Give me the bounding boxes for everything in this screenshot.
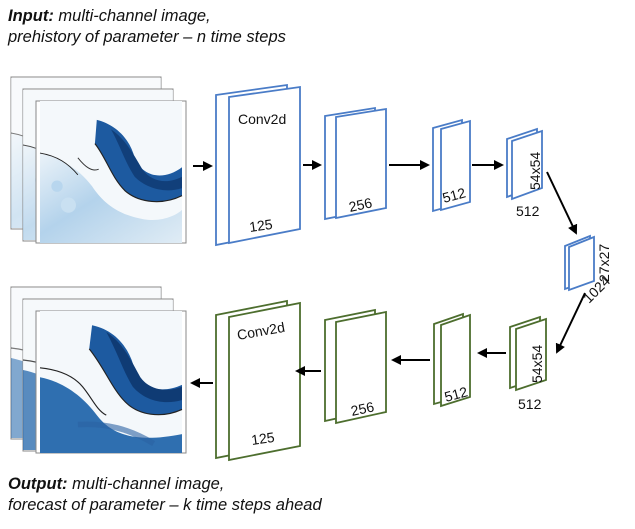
output-caption-text: multi-channel image, [67,475,225,493]
encoder-block-2-channels: 256 [347,194,373,215]
input-caption-line2: prehistory of parameter – n time steps [8,28,286,46]
decoder: Conv2d 125 256 512 54x54 512 [215,299,547,462]
encoder-block-2: 256 [324,106,387,221]
encoder-block-4-size: 54x54 [527,152,543,190]
input-caption-text: multi-channel image, [53,7,211,25]
decoder-block-2-channels: 256 [349,398,375,419]
arrow-enc4-to-bottleneck [546,171,578,235]
encoder-block-3: 512 [432,118,471,213]
encoder-block-1: Conv2d 125 [215,83,301,247]
arrow-bottleneck-to-dec4 [555,292,586,354]
decoder-block-1-channels: 125 [250,429,276,448]
input-caption: Input: multi-channel image, prehistory o… [8,6,286,48]
input-image-stack [10,76,187,244]
flow-arrows [190,160,586,388]
bottleneck-size: 27x27 [596,244,612,282]
decoder-block-4-size: 54x54 [529,345,545,383]
decoder-block-1: Conv2d 125 [215,299,301,462]
output-caption-line2: forecast of parameter – k time steps ahe… [8,496,322,514]
encoder-block-4-channels: 512 [516,203,540,219]
encoder-block-1-channels: 125 [248,216,274,235]
input-map-image [39,101,183,243]
encoder-block-1-label: Conv2d [238,111,286,127]
input-caption-bold: Input: [8,7,54,25]
encoder-block-3-channels: 512 [441,184,468,206]
bottleneck-block: 27x27 1024 [564,234,613,306]
decoder-block-3-channels: 512 [443,383,470,405]
decoder-block-3: 512 [433,312,471,408]
encoder-block-4: 54x54 512 [506,127,543,219]
encoder: Conv2d 125 256 512 54x54 512 27x27 1024 [215,83,613,306]
output-caption: Output: multi-channel image, forecast of… [8,474,322,516]
decoder-block-4-channels: 512 [518,396,542,412]
output-caption-bold: Output: [8,475,68,493]
output-image-stack [10,286,187,454]
output-map-image [40,311,182,453]
decoder-block-2: 256 [324,308,387,425]
decoder-block-4: 54x54 512 [509,315,547,412]
